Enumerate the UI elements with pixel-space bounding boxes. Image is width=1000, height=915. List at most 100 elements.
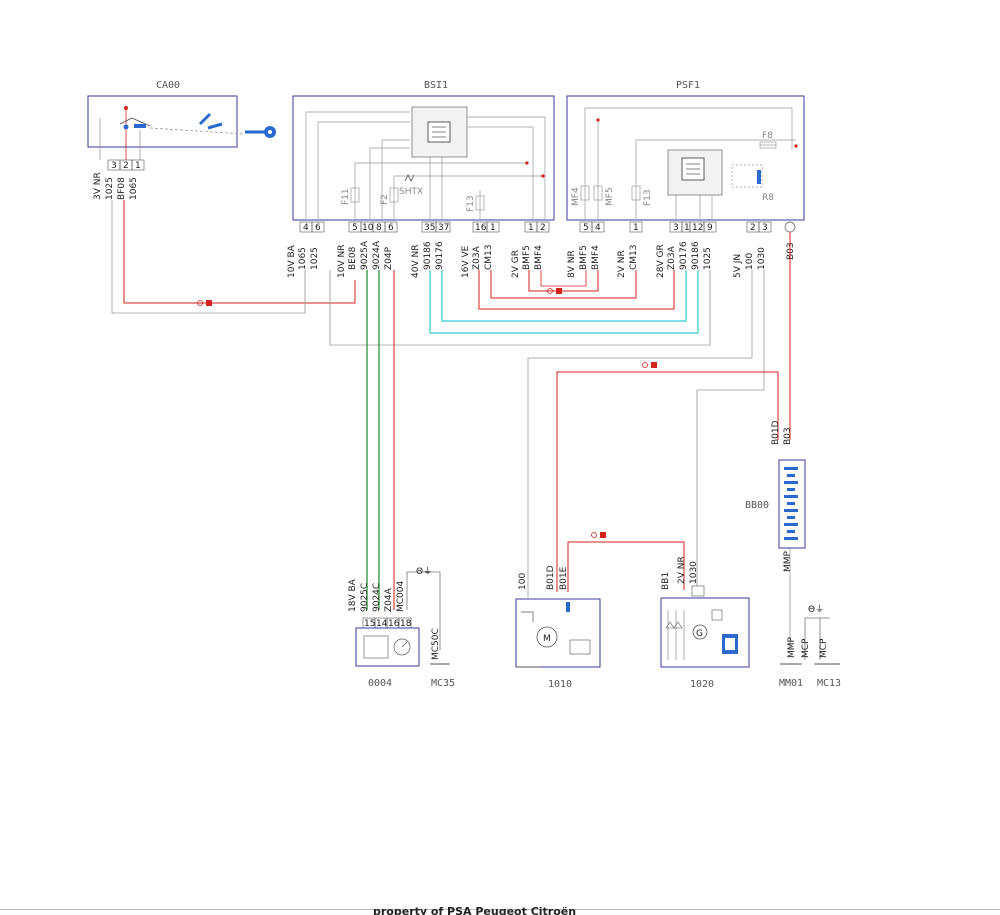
component-ca00: CA00 3 2 1 3V NR 1025 BF08 1065 (87, 80, 276, 200)
svg-text:1: 1 (528, 223, 534, 233)
bsi1-pins: 4 6 5 10 8 6 35 37 16 1 1 2 (299, 221, 550, 233)
svg-text:15: 15 (364, 619, 375, 629)
svg-text:28V GR: 28V GR (656, 244, 666, 278)
psf1-title: PSF1 (676, 80, 700, 91)
svg-text:Z04P: Z04P (384, 246, 394, 270)
wire-grey-cm13 (490, 270, 637, 299)
ca00-pin-2: 2 (123, 161, 129, 171)
svg-text:10V NR: 10V NR (337, 245, 347, 278)
psf1-fuse-mf5: MF5 (605, 187, 615, 206)
svg-text:8: 8 (376, 223, 382, 233)
footer-text: property of PSA Peugeot Citroën (373, 905, 577, 915)
component-0004: 18V BA 9025C 9024C Z04A MC004 15 14 16 1… (348, 566, 455, 689)
svg-text:10V BA: 10V BA (287, 244, 297, 278)
mc35-ground-symbol: Θ⏚ (416, 566, 432, 577)
grounds: MMP MM01 Θ⏚ MCP MCP MC13 (779, 604, 841, 689)
svg-text:2: 2 (540, 223, 546, 233)
alternator-icon: G (692, 609, 738, 654)
svg-text:1030: 1030 (757, 247, 767, 270)
ca00-wire-1065: 1065 (129, 177, 139, 200)
1020-box (660, 597, 750, 668)
svg-text:CM13: CM13 (629, 244, 639, 270)
bsi1-box (292, 95, 555, 221)
svg-text:37: 37 (438, 223, 449, 233)
1010-title: 1010 (548, 679, 572, 690)
svg-text:9024C: 9024C (372, 583, 382, 612)
ca00-wire-1025: 1025 (105, 177, 115, 200)
bb00-wire-b01d: B01D (771, 420, 781, 445)
wire-grey-1025 (329, 270, 711, 346)
psf1-wire-labels: 8V NR BMF5 BMF4 2V NR CM13 28V GR Z03A 9… (567, 241, 796, 278)
wires (111, 200, 830, 660)
svg-text:2V NR: 2V NR (617, 250, 627, 278)
bb00-wire-b03: B03 (783, 427, 793, 445)
bsi1-fuse-f13: F13 (466, 195, 476, 212)
svg-text:16: 16 (475, 223, 487, 233)
svg-text:10: 10 (362, 223, 374, 233)
psf1-fuse-mf4: MF4 (571, 187, 581, 206)
ca00-pin-3: 3 (111, 161, 117, 171)
svg-text:100: 100 (745, 253, 755, 270)
mm01-wire-label: MMP (787, 636, 797, 658)
bb00-title: BB00 (745, 500, 769, 511)
0004-box (355, 627, 420, 667)
wire-red-bf08 (123, 200, 356, 304)
svg-text:1025: 1025 (310, 247, 320, 270)
svg-text:90176: 90176 (679, 241, 689, 270)
svg-text:BMF4: BMF4 (591, 245, 601, 270)
svg-text:B03: B03 (786, 242, 796, 260)
svg-text:6: 6 (315, 223, 321, 233)
svg-text:90176: 90176 (435, 241, 445, 270)
svg-text:3: 3 (762, 223, 768, 233)
svg-text:18: 18 (400, 619, 412, 629)
mc35-title: MC35 (431, 678, 455, 689)
wire-red-b01d (556, 371, 779, 592)
psf1-fuse-f8: F8 (762, 131, 773, 141)
svg-text:9: 9 (707, 223, 713, 233)
svg-text:100: 100 (518, 573, 528, 590)
svg-text:8V NR: 8V NR (567, 250, 577, 278)
psf1-box (566, 95, 805, 221)
svg-text:BMF5: BMF5 (579, 245, 589, 270)
bsi1-wire-labels: 10V BA 1065 1025 10V NR BE08 9025A 9024A… (287, 240, 544, 278)
wire-red-bmf (528, 270, 599, 292)
svg-text:5V JN: 5V JN (733, 254, 743, 278)
psf1-fuse-f13: F13 (643, 189, 653, 206)
svg-text:1030: 1030 (689, 561, 699, 584)
component-bb00: B01D B03 BB00 MMP (745, 420, 806, 572)
mc13-title: MC13 (817, 678, 841, 689)
footer-rule (0, 909, 1000, 910)
svg-text:BE08: BE08 (348, 246, 358, 270)
svg-text:16: 16 (388, 619, 400, 629)
wire-grey-1030 (696, 270, 765, 586)
svg-text:M: M (543, 634, 551, 644)
wire-cyan-90186 (429, 270, 699, 334)
component-bsi1: BSI1 F11 F2 SHTX F13 (287, 80, 555, 278)
svg-text:1025: 1025 (703, 247, 713, 270)
svg-text:9025A: 9025A (360, 240, 370, 270)
svg-text:B01D: B01D (546, 565, 556, 590)
svg-text:BMF5: BMF5 (522, 245, 532, 270)
svg-text:5: 5 (583, 223, 589, 233)
key-icon (245, 126, 276, 138)
svg-text:4: 4 (595, 223, 601, 233)
bb00-wire-mmp: MMP (783, 550, 793, 572)
svg-text:MC004: MC004 (396, 580, 406, 612)
bsi1-title: BSI1 (424, 80, 448, 91)
svg-text:6: 6 (388, 223, 394, 233)
motor-icon: M (536, 626, 558, 648)
svg-text:G: G (696, 629, 703, 639)
svg-text:35: 35 (424, 223, 435, 233)
mc13-wire-label-b: MCP (819, 638, 829, 658)
bsi1-fuse-f11: F11 (341, 188, 351, 205)
ca00-box (87, 95, 238, 148)
bsi1-fuse-shtx: SHTX (399, 187, 423, 197)
svg-text:1: 1 (684, 223, 690, 233)
mm01-title: MM01 (779, 678, 803, 689)
svg-text:5: 5 (352, 223, 358, 233)
ca00-wire-bf08: BF08 (117, 177, 127, 200)
wire-grey-100 (527, 270, 753, 598)
svg-text:9025C: 9025C (360, 583, 370, 612)
svg-text:16V VE: 16V VE (461, 245, 471, 278)
